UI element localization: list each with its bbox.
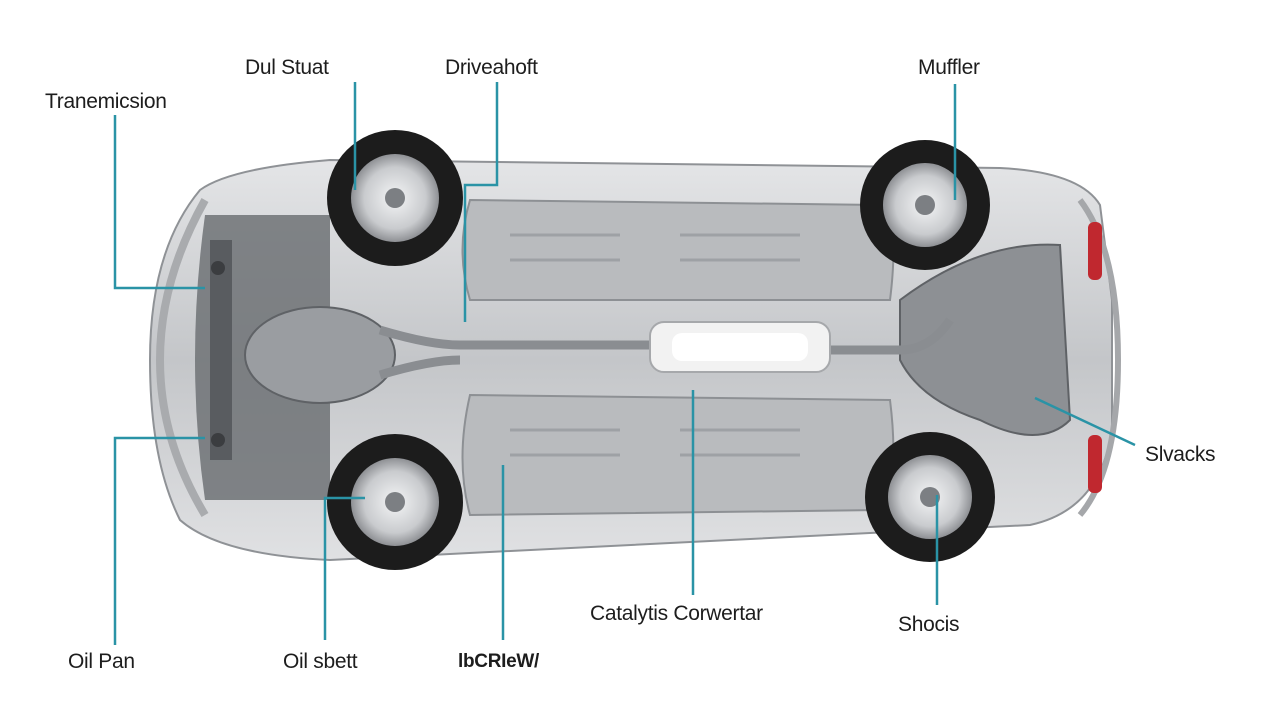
label-oil-shaft: Oil sbett	[283, 650, 358, 673]
wheel-rear-right	[865, 432, 995, 562]
tail-light-left	[1088, 222, 1102, 280]
label-shocks: Shocis	[898, 613, 960, 636]
label-slvacks: Slvacks	[1145, 443, 1216, 466]
muffler-housing	[899, 243, 1072, 436]
callout-line-slvacks	[1034, 396, 1136, 447]
label-bottom-mid: lbCRIeW/	[458, 651, 539, 672]
tail-light-right	[1088, 435, 1102, 493]
wheel-rear-left	[860, 140, 990, 270]
oil-pan	[244, 306, 396, 404]
floor-panel-lower	[461, 393, 895, 517]
callout-line-oil-pan	[113, 436, 205, 645]
callout-line-transmission	[113, 115, 205, 290]
wheel-front-right	[327, 434, 463, 570]
underbody-panels	[461, 198, 895, 517]
label-dul-strut: Dul Stuat	[245, 56, 329, 79]
label-muffler: Muffler	[918, 56, 980, 79]
floor-panel-upper	[461, 198, 895, 301]
exhaust-system	[378, 317, 954, 380]
engine-bay	[195, 215, 396, 500]
label-oil-pan: Oil Pan	[68, 650, 135, 673]
label-transmission: Tranemicsion	[45, 90, 167, 113]
label-catalytic-converter: Catalytis Corwertar	[590, 602, 763, 625]
wheel-front-left	[327, 130, 463, 266]
callout-line-oil-shaft	[323, 496, 365, 640]
callout-lines	[113, 82, 1136, 645]
label-driveshaft: Driveahoft	[445, 56, 538, 79]
callout-line-driveshaft	[463, 82, 499, 322]
